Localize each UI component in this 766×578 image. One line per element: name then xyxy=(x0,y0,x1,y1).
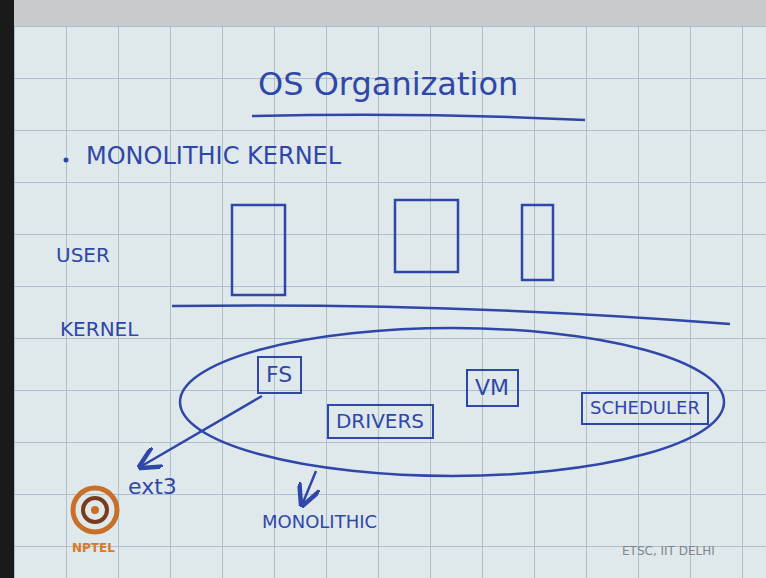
leader-arrow xyxy=(302,471,316,505)
component-name: FS xyxy=(266,362,292,387)
title: OS Organization xyxy=(258,66,518,103)
kernel-ellipse xyxy=(180,328,724,476)
bullet xyxy=(64,158,69,163)
grid xyxy=(14,26,766,578)
kernel-component-box: DRIVERS xyxy=(327,404,434,439)
component-name: SCHEDULER xyxy=(590,398,700,419)
region-label: KERNEL xyxy=(60,318,138,341)
region-label: USER xyxy=(56,244,110,267)
component-name: DRIVERS xyxy=(336,410,424,433)
top-strip xyxy=(14,0,766,26)
paper xyxy=(14,26,766,578)
example-label: ext3 xyxy=(128,474,177,499)
component-name: VM xyxy=(475,375,509,400)
logo-ring xyxy=(83,498,107,522)
logo-text: NPTEL xyxy=(72,542,115,556)
logo-dot xyxy=(91,506,99,514)
leader-arrow xyxy=(140,396,262,467)
kernel-component-box: SCHEDULER xyxy=(581,392,709,425)
kernel-component-box: FS xyxy=(257,356,302,394)
underline xyxy=(252,115,585,120)
user-process xyxy=(395,200,458,272)
heading-note: MONOLITHIC KERNEL xyxy=(86,143,341,171)
callout-label: MONOLITHIC xyxy=(262,512,377,533)
user-process xyxy=(522,205,553,280)
watermark: ETSC, IIT DELHI xyxy=(622,545,715,559)
boundary-line xyxy=(172,305,730,324)
kernel-component-box: VM xyxy=(466,369,519,407)
logo-ring xyxy=(73,488,117,532)
user-process xyxy=(232,205,285,295)
